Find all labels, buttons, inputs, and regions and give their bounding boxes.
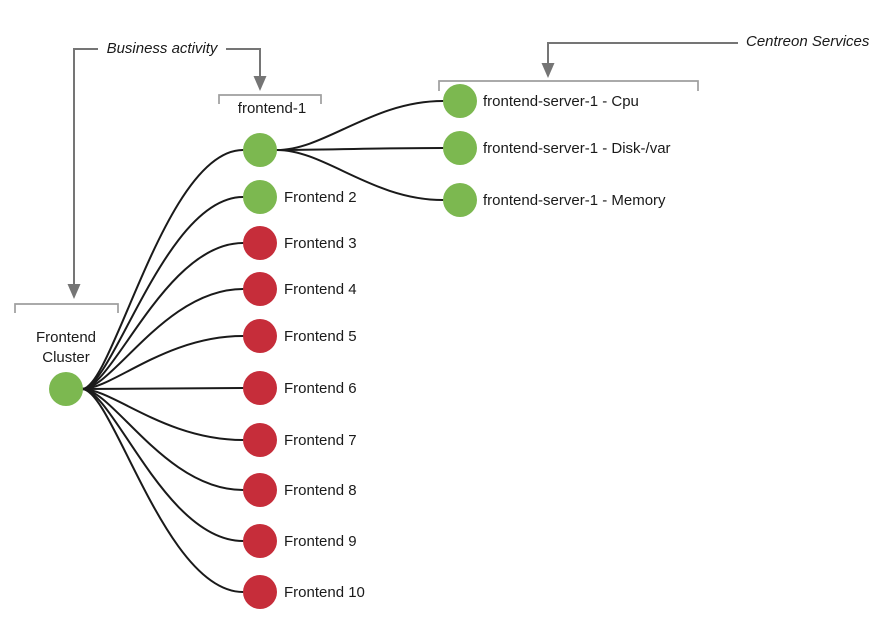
frontend-cluster-bracket [14, 303, 119, 313]
node-frontend-7-circle [243, 423, 277, 457]
node-service-cpu-circle [443, 84, 477, 118]
edge-frontend-1-to-memory [276, 149, 444, 201]
tree-edges [81, 100, 444, 593]
centreon-services-connector [547, 42, 738, 63]
centreon-services-arrowhead-icon [541, 63, 555, 78]
business-activity-arrowhead-root-icon [67, 284, 81, 299]
business-activity-connector-right [226, 48, 261, 76]
node-service-disk-circle [443, 131, 477, 165]
node-frontend-8-label: Frontend 8 [284, 482, 357, 499]
node-frontend-1-circle [243, 133, 277, 167]
node-frontend-9-label: Frontend 9 [284, 533, 357, 550]
frontend-1-bracket [218, 94, 322, 104]
node-frontend-cluster: Frontend Cluster [36, 329, 96, 406]
edge-frontend-1-to-cpu [276, 100, 444, 151]
node-frontend-cluster-circle [49, 372, 83, 406]
services-bracket [438, 80, 699, 91]
node-frontend-10: Frontend 10 [243, 575, 365, 609]
node-frontend-9: Frontend 9 [243, 524, 357, 558]
business-activity-label: Business activity [107, 40, 219, 57]
node-service-memory: frontend-server-1 - Memory [443, 183, 666, 217]
edge-root-to-frontend-5 [81, 335, 244, 390]
node-frontend-5-label: Frontend 5 [284, 328, 357, 345]
edge-root-to-frontend-10 [81, 388, 244, 593]
node-frontend-2: Frontend 2 [243, 180, 357, 214]
edge-frontend-1-to-disk [276, 147, 444, 151]
edge-root-to-frontend-4 [81, 288, 244, 390]
node-frontend-4-circle [243, 272, 277, 306]
node-frontend-1: frontend-1 [238, 100, 306, 167]
edge-root-to-frontend-8 [81, 388, 244, 491]
edge-root-to-frontend-3 [81, 242, 244, 390]
centreon-services-annotation [541, 42, 738, 78]
node-frontend-4-label: Frontend 4 [284, 281, 357, 298]
node-frontend-3-circle [243, 226, 277, 260]
node-service-memory-label: frontend-server-1 - Memory [483, 192, 666, 209]
node-frontend-2-circle [243, 180, 277, 214]
edge-root-to-frontend-6 [81, 387, 244, 390]
node-frontend-3-label: Frontend 3 [284, 235, 357, 252]
node-frontend-1-label: frontend-1 [238, 100, 306, 117]
node-frontend-10-circle [243, 575, 277, 609]
node-service-memory-circle [443, 183, 477, 217]
child-nodes: frontend-1 Frontend 2 Frontend 3 Fronten… [238, 100, 365, 609]
node-frontend-7-label: Frontend 7 [284, 432, 357, 449]
node-frontend-9-circle [243, 524, 277, 558]
edge-root-to-frontend-2 [81, 196, 244, 390]
node-frontend-3: Frontend 3 [243, 226, 357, 260]
edge-root-to-frontend-7 [81, 388, 244, 441]
node-frontend-6-circle [243, 371, 277, 405]
service-nodes: frontend-server-1 - Cpu frontend-server-… [443, 84, 671, 217]
node-service-cpu: frontend-server-1 - Cpu [443, 84, 639, 118]
node-frontend-10-label: Frontend 10 [284, 584, 365, 601]
edge-root-to-frontend-9 [81, 388, 244, 542]
node-frontend-5-circle [243, 319, 277, 353]
business-activity-annotation [67, 48, 267, 299]
node-frontend-8: Frontend 8 [243, 473, 357, 507]
node-frontend-7: Frontend 7 [243, 423, 357, 457]
node-service-disk-label: frontend-server-1 - Disk-/var [483, 140, 671, 157]
node-frontend-5: Frontend 5 [243, 319, 357, 353]
business-activity-arrowhead-frontend-1-icon [253, 76, 267, 91]
group-brackets [14, 80, 699, 313]
node-frontend-6: Frontend 6 [243, 371, 357, 405]
business-activity-connector-left [73, 48, 98, 284]
node-frontend-cluster-label-line1: Frontend [36, 329, 96, 346]
node-frontend-6-label: Frontend 6 [284, 380, 357, 397]
node-service-cpu-label: frontend-server-1 - Cpu [483, 93, 639, 110]
node-frontend-cluster-label-line2: Cluster [42, 349, 90, 366]
node-frontend-8-circle [243, 473, 277, 507]
node-frontend-2-label: Frontend 2 [284, 189, 357, 206]
node-frontend-4: Frontend 4 [243, 272, 357, 306]
edge-root-to-frontend-1 [81, 149, 244, 390]
node-service-disk: frontend-server-1 - Disk-/var [443, 131, 671, 165]
centreon-services-label: Centreon Services [746, 33, 870, 50]
